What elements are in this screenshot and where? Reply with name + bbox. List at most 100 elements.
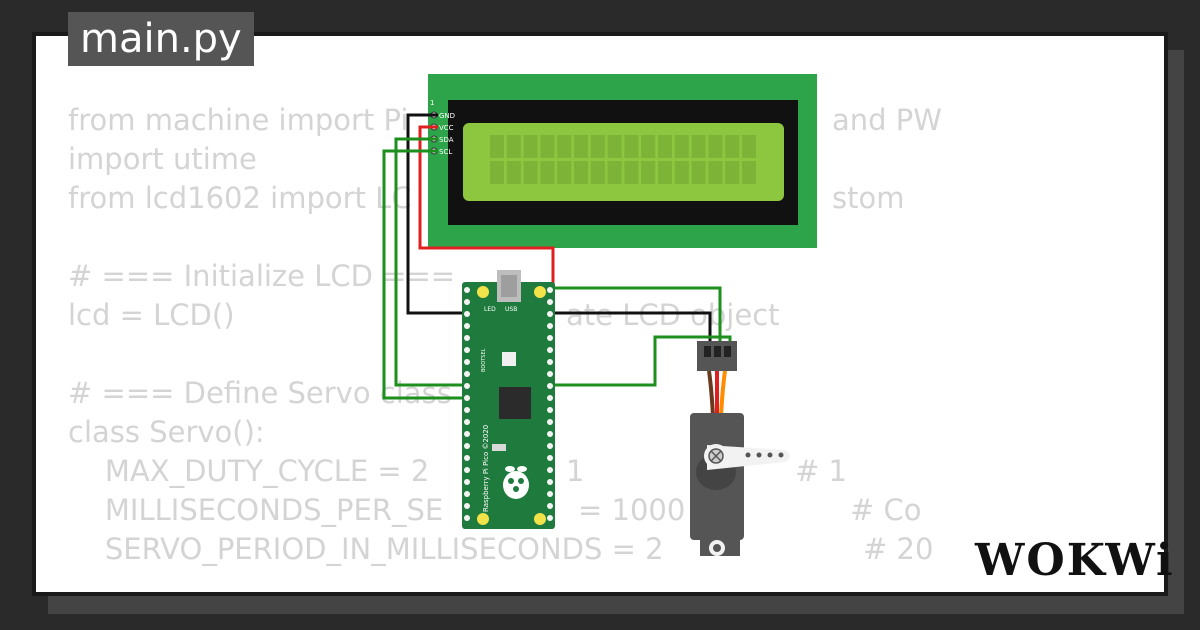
code-line: = 1000: [578, 493, 686, 527]
pico-pin-pad[interactable]: [464, 347, 470, 353]
servo-wire-orange: [719, 370, 727, 417]
lcd-cell: [590, 161, 605, 184]
lcd-cell: [624, 135, 639, 158]
pico-pin-pad[interactable]: [547, 299, 553, 305]
pico-pin-pad[interactable]: [547, 419, 553, 425]
code-line: from lcd1602 import LC: [68, 181, 412, 215]
code-line: # 1: [795, 454, 847, 488]
lcd-cell: [506, 161, 521, 184]
code-line: ate LCD object: [566, 298, 780, 332]
lcd-cell: [691, 161, 706, 184]
pico-pin-pad[interactable]: [464, 515, 470, 521]
rp2040-chip: [499, 387, 531, 419]
lcd-cell: [523, 161, 538, 184]
pico-pin-pad[interactable]: [464, 467, 470, 473]
wire-sda: [394, 137, 468, 387]
pico-pin-pad[interactable]: [464, 431, 470, 437]
lcd-character-grid: [490, 135, 756, 184]
mount-hole: [477, 513, 489, 525]
pico-pin-pad[interactable]: [547, 335, 553, 341]
file-tab[interactable]: main.py: [68, 12, 254, 66]
lcd-cell: [523, 135, 538, 158]
lcd-cell: [674, 135, 689, 158]
pico-pin-pad[interactable]: [464, 383, 470, 389]
pico-pin-pad[interactable]: [547, 395, 553, 401]
pico-pin-pad[interactable]: [547, 503, 553, 509]
pico-pin-pad[interactable]: [464, 299, 470, 305]
pico-pin-pad[interactable]: [464, 323, 470, 329]
pico-pin-pad[interactable]: [464, 491, 470, 497]
lcd-cell: [708, 161, 723, 184]
led-indicator: [492, 444, 506, 451]
pico-pin-pad[interactable]: [464, 287, 470, 293]
pico-board-label: Raspberry Pi Pico ©2020: [482, 425, 490, 512]
pico-pin-pad[interactable]: [547, 431, 553, 437]
wire-servo-gnd: [545, 311, 712, 343]
pico-pin-pad[interactable]: [464, 311, 470, 317]
code-line: 1: [566, 454, 585, 488]
pico-led-label: LED: [484, 306, 496, 313]
servo-wire-brown: [707, 370, 715, 417]
code-line: and PW: [832, 103, 942, 137]
lcd-cell: [658, 161, 672, 184]
lcd-cell: [624, 161, 639, 184]
pico-pin-pad[interactable]: [547, 383, 553, 389]
lcd-cell: [574, 135, 588, 158]
pico-pin-pad[interactable]: [547, 323, 553, 329]
pico-pin-pad[interactable]: [547, 371, 553, 377]
lcd-cell: [607, 135, 622, 158]
wire-servo-power: [545, 286, 722, 343]
pico-board[interactable]: LED USB Raspberry Pi Pico ©2020 BOOTSEL: [462, 270, 555, 529]
pico-pin-pad[interactable]: [464, 359, 470, 365]
lcd-cell: [742, 161, 756, 184]
pico-pin-pad[interactable]: [547, 479, 553, 485]
mount-hole: [534, 286, 546, 298]
pico-usb-label: USB: [505, 306, 517, 313]
code-line: lcd = LCD(): [68, 298, 235, 332]
pico-pin-pad[interactable]: [464, 419, 470, 425]
pico-pin-pad[interactable]: [464, 395, 470, 401]
lcd-cell: [674, 161, 689, 184]
lcd-pin-label: VCC: [439, 124, 454, 132]
lcd-pin-label: SDA: [439, 136, 454, 144]
lcd-cell: [540, 161, 555, 184]
lcd-cell: [574, 161, 588, 184]
code-line: # === Define Servo class: [68, 376, 452, 410]
pico-pin-pad[interactable]: [547, 287, 553, 293]
wokwi-logo: WOKWi: [975, 535, 1175, 586]
servo-motor[interactable]: [690, 341, 790, 556]
lcd-cell: [641, 135, 656, 158]
pico-pin-pad[interactable]: [464, 407, 470, 413]
pico-pin-pad[interactable]: [547, 467, 553, 473]
pico-pin-pad[interactable]: [547, 359, 553, 365]
lcd-cell: [490, 161, 504, 184]
pico-pin-pad[interactable]: [464, 443, 470, 449]
pico-pin-pad[interactable]: [547, 311, 553, 317]
pico-pin-pad[interactable]: [547, 407, 553, 413]
lcd-cell: [557, 161, 572, 184]
pico-pin-pad[interactable]: [547, 347, 553, 353]
servo-horn[interactable]: [707, 445, 790, 470]
pico-pin-pad[interactable]: [464, 479, 470, 485]
lcd-cell: [607, 161, 622, 184]
mount-hole: [534, 513, 546, 525]
pico-pin-pad[interactable]: [547, 443, 553, 449]
pico-pin-pad[interactable]: [547, 491, 553, 497]
pico-pin-pad[interactable]: [464, 503, 470, 509]
pico-pin-pad[interactable]: [547, 515, 553, 521]
pico-pin-pad[interactable]: [464, 371, 470, 377]
wire-servo-signal: [545, 335, 732, 387]
code-line: # === Initialize LCD ===: [68, 259, 456, 293]
code-line: class Servo():: [68, 415, 265, 449]
pico-pin-pad[interactable]: [464, 455, 470, 461]
code-line: from machine import Pi: [68, 103, 409, 137]
lcd-cell: [506, 135, 521, 158]
bootsel-button[interactable]: [502, 352, 516, 366]
lcd-pin-label: SCL: [439, 148, 452, 156]
pico-pin-pad[interactable]: [464, 335, 470, 341]
pico-pin-pad[interactable]: [547, 455, 553, 461]
pico-pin-pads[interactable]: [464, 287, 553, 521]
wire-vcc: [418, 125, 555, 290]
